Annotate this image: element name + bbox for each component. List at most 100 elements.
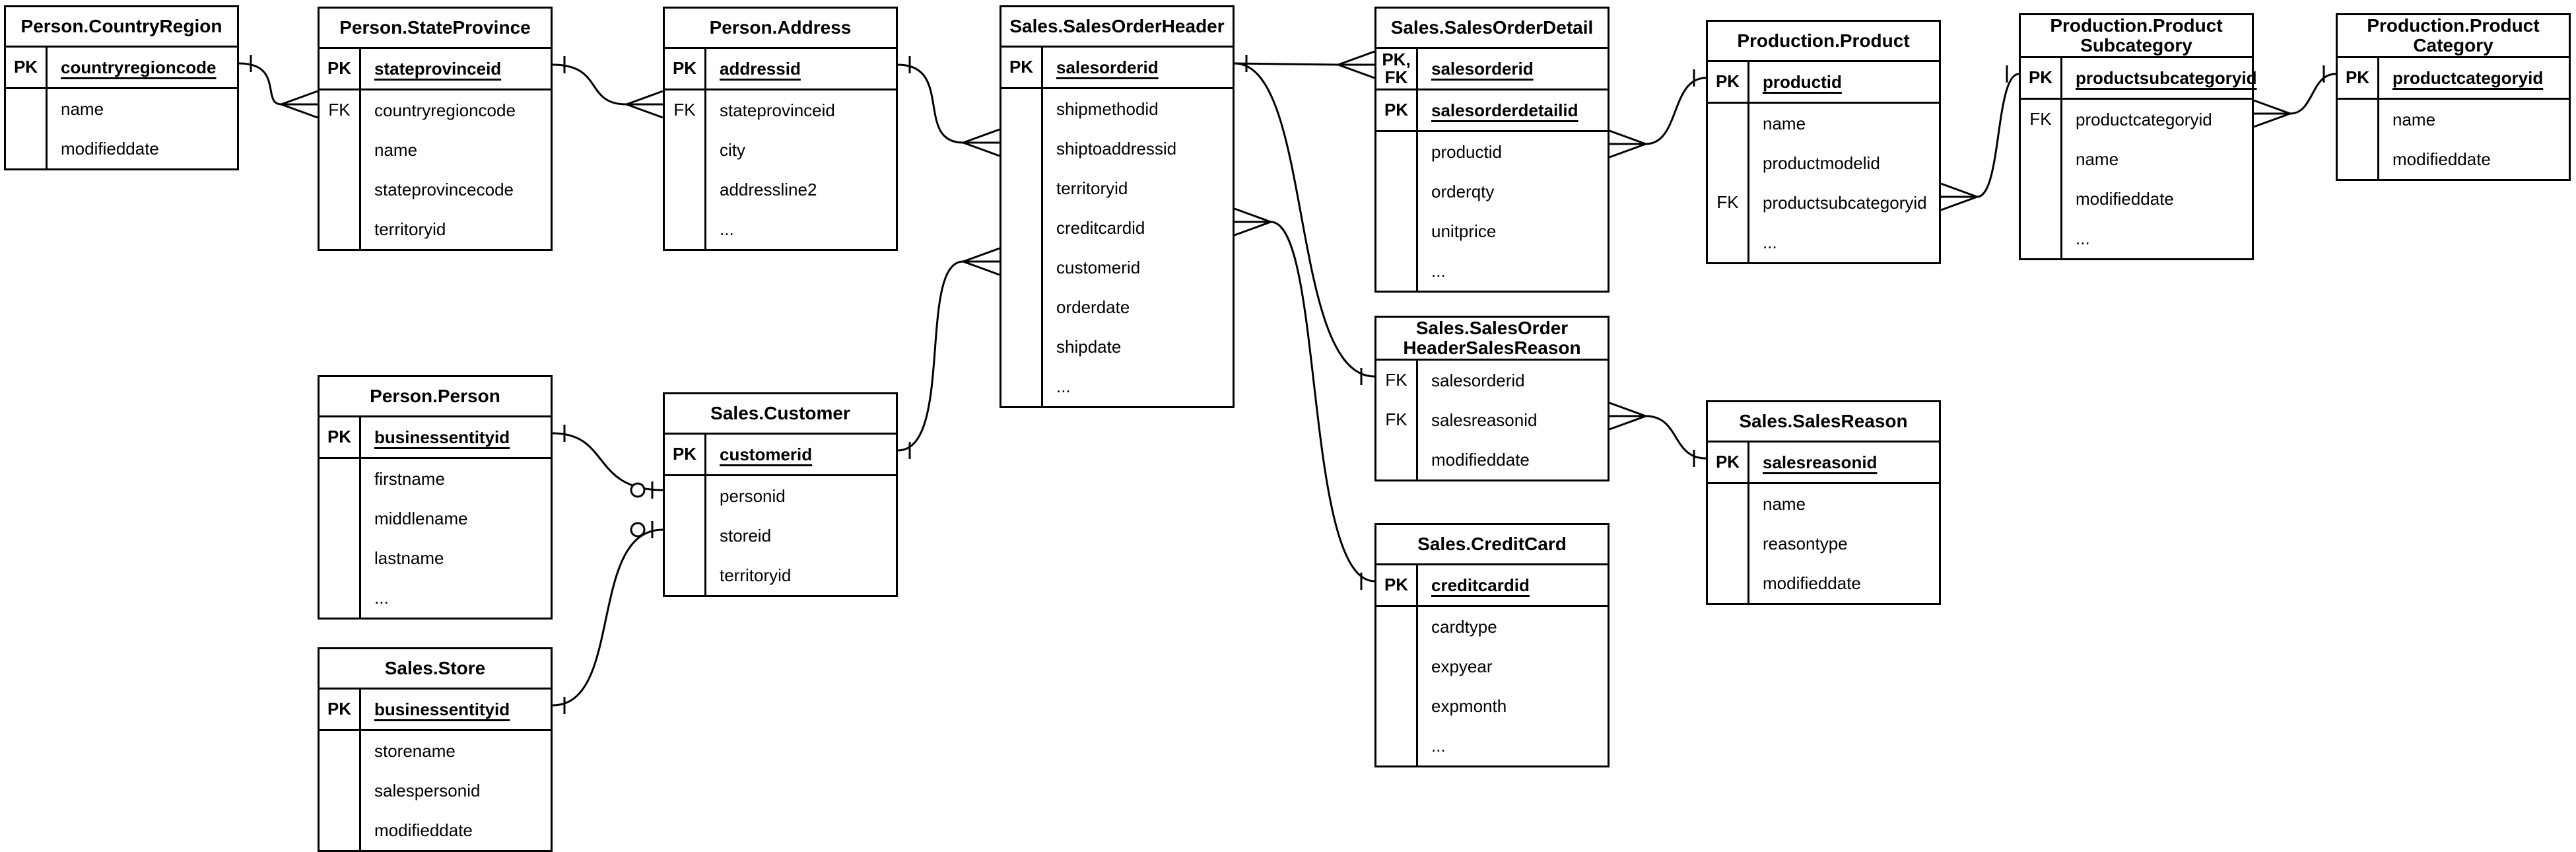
column-name: territoryid [1056,178,1128,198]
key-label [320,499,361,538]
table-row: personid [665,476,896,516]
column-name: shiptoaddressid [1056,138,1177,159]
key-label [1001,129,1043,168]
key-label [2021,139,2062,179]
column-name: ... [1431,260,1446,281]
key-label [320,578,361,618]
column-name: shipdate [1056,336,1122,357]
key-label: FK [2021,100,2062,139]
table-row: stateprovincecode [320,170,551,209]
key-label [665,130,706,170]
key-label: PK [665,435,706,474]
key-label [1708,484,1749,524]
table-row: modifieddate [1376,440,1608,479]
key-label [320,731,361,771]
key-label: PK [1001,48,1043,87]
column-name: unitprice [1431,221,1497,241]
column-name: productid [1431,141,1502,162]
table-title-text-line2: HeaderSalesReason [1403,337,1581,358]
table-row: territoryid [320,209,551,249]
column-name: city [720,139,745,160]
column-name: shipmethodid [1056,98,1159,119]
key-label [320,209,361,249]
key-label [1708,524,1749,563]
table-row: PK customerid [665,435,896,474]
column-name: territoryid [374,219,446,239]
table-title-text: Sales.SalesOrder [1415,318,1569,338]
column-name: personid [720,485,786,506]
table-title: Sales.Store [320,649,551,690]
key-label [665,209,706,249]
table-title-text-line2: Category [2413,35,2493,55]
column-name: addressid [720,58,801,79]
key-label [1001,367,1043,406]
table-row: orderqty [1376,172,1608,211]
relationship-stateprovince-address [552,56,663,119]
table-row: middlename [320,499,551,538]
column-name: productsubcategoryid [2076,67,2257,88]
column-name: stateprovincecode [374,179,514,199]
table-title: Production.Product [1708,22,1939,62]
key-label [1376,132,1418,172]
column-name: salesorderdetailid [1431,100,1578,120]
key-label: PK, FK [1376,49,1418,89]
column-name: ... [1763,232,1777,252]
column-name: lastname [374,548,444,568]
key-label: FK [665,90,706,130]
column-name: countryregioncode [61,57,217,77]
table-row: territoryid [1001,168,1233,208]
column-name: productid [1763,71,1842,92]
table-row: lastname [320,538,551,578]
table-row: ... [1001,367,1233,406]
relationship-address-salesorderheader [897,56,1000,157]
key-label [320,130,361,170]
table-row: storename [320,731,551,771]
key-label [1376,251,1418,291]
key-label [2338,139,2379,179]
relationship-salesorderheader-salesorderdetail [1234,50,1375,79]
column-name: name [2392,109,2436,129]
column-name: customerid [720,444,813,464]
key-label: PK [2021,58,2062,98]
key-label [1376,607,1418,647]
column-name: name [374,139,418,160]
column-name: addressline2 [720,179,817,199]
key-label: FK [1708,183,1749,223]
table-title-text: Sales.SalesOrderDetail [1390,17,1594,38]
key-label [1376,440,1418,479]
key-label [1001,287,1043,327]
key-label [2021,179,2062,219]
column-name: productcategoryid [2076,109,2212,129]
key-label [665,170,706,209]
column-name: customerid [1056,257,1141,277]
key-label [320,810,361,850]
table-row: name [1708,104,1939,143]
key-label: PK [320,417,361,457]
table-title: Sales.SalesOrderHeader [1001,7,1233,48]
table-title-text: Sales.CreditCard [1417,534,1567,554]
table-row: modifieddate [6,129,237,168]
key-label [1376,647,1418,686]
